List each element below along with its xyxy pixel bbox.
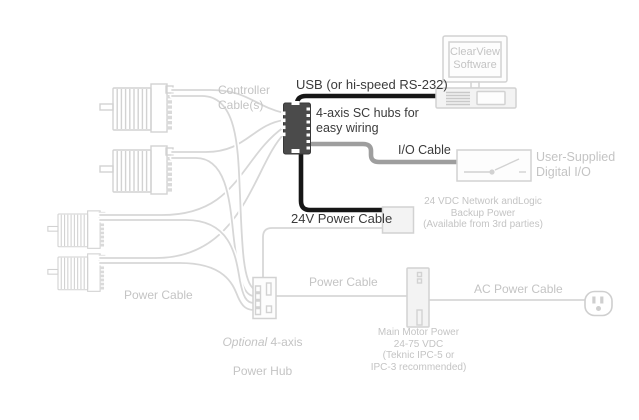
- power-hub-label-line2: Power Hub: [232, 363, 293, 378]
- power-hub-square: [265, 305, 273, 314]
- main-motor-power-label: Main Motor Power 24-75 VDC (Teknic IPC-5…: [370, 327, 467, 373]
- power-hub-label-optional: Optional: [222, 334, 268, 349]
- clearview-software-label: ClearView Software: [450, 46, 500, 72]
- switch-lever: [494, 158, 520, 171]
- io-cable-label: I/O Cable: [398, 143, 451, 157]
- sc-hub-left-ports: [281, 111, 286, 137]
- backup-power-label: 24 VDC Network andLogic Backup Power (Av…: [423, 196, 543, 230]
- backup-feed-cable: [262, 227, 384, 278]
- motor-power-cable-4: [99, 262, 255, 311]
- sc-hub-body: [283, 102, 311, 155]
- case-drive: [476, 90, 506, 106]
- power-supply-led-2: [416, 278, 423, 284]
- digital-io-switch-icon: [456, 149, 532, 182]
- motor-power-cable-1: [171, 95, 255, 290]
- sc-hub-icon: [281, 101, 311, 155]
- case-vents: [446, 91, 470, 106]
- controller-cable-3: [99, 126, 285, 216]
- user-supplied-digital-io-label: User-Supplied Digital I/O: [536, 150, 616, 180]
- outlet-ground-hole: [596, 306, 601, 311]
- motor-3: [47, 210, 106, 249]
- controller-cable-4: [99, 133, 285, 259]
- power-cable-label-left: Power Cable: [124, 288, 193, 302]
- usb-label: USB (or hi-speed RS-232): [296, 77, 448, 92]
- power-supply-led-1: [416, 271, 423, 278]
- power-hub-body: [252, 276, 277, 320]
- power-hub-label-line1: Optional 4-axis: [200, 335, 325, 350]
- controller-cable-2: [171, 119, 285, 153]
- motor-4: [47, 253, 106, 292]
- power-hub-ports: [254, 285, 262, 316]
- power-hub-icon: [252, 276, 277, 320]
- 24v-power-cable-label: 24V Power Cable: [291, 211, 393, 226]
- ac-power-cable-label: AC Power Cable: [474, 282, 563, 296]
- io-box: [456, 149, 532, 182]
- controller-cables-label: Controller Cable(s): [218, 83, 271, 112]
- switch-contact-dot: [489, 169, 495, 175]
- power-supply-slot: [416, 309, 423, 326]
- power-supply-icon: [406, 267, 430, 328]
- backup-power-box-icon: [381, 206, 415, 234]
- motor-power-cable-3: [99, 219, 255, 304]
- desktop-computer-icon: [435, 35, 517, 109]
- monitor-screen: [448, 41, 502, 78]
- motor-2: [99, 145, 174, 195]
- power-hub-slot: [265, 282, 272, 296]
- monitor-stand: [470, 81, 480, 89]
- 24v-power-cable-line: [298, 147, 386, 213]
- io-cable-line: [309, 141, 461, 165]
- motor-1: [99, 83, 174, 133]
- power-cable-label-mid: Power Cable: [309, 275, 378, 289]
- outlet-slot-left: [592, 296, 596, 304]
- outlet-face: [584, 290, 613, 317]
- ac-outlet-icon: [584, 290, 613, 317]
- controller-cable-1: [171, 89, 285, 114]
- outlet-slot-right: [600, 296, 604, 304]
- sc-hub-right-ports: [306, 107, 310, 150]
- power-supply-body: [406, 267, 430, 328]
- power-hub-label: Optional 4-axis Power Hub: [200, 320, 325, 393]
- power-hub-label-4axis: 4-axis: [267, 334, 303, 349]
- sc-hub-label: 4-axis SC hubs for easy wiring: [316, 106, 419, 136]
